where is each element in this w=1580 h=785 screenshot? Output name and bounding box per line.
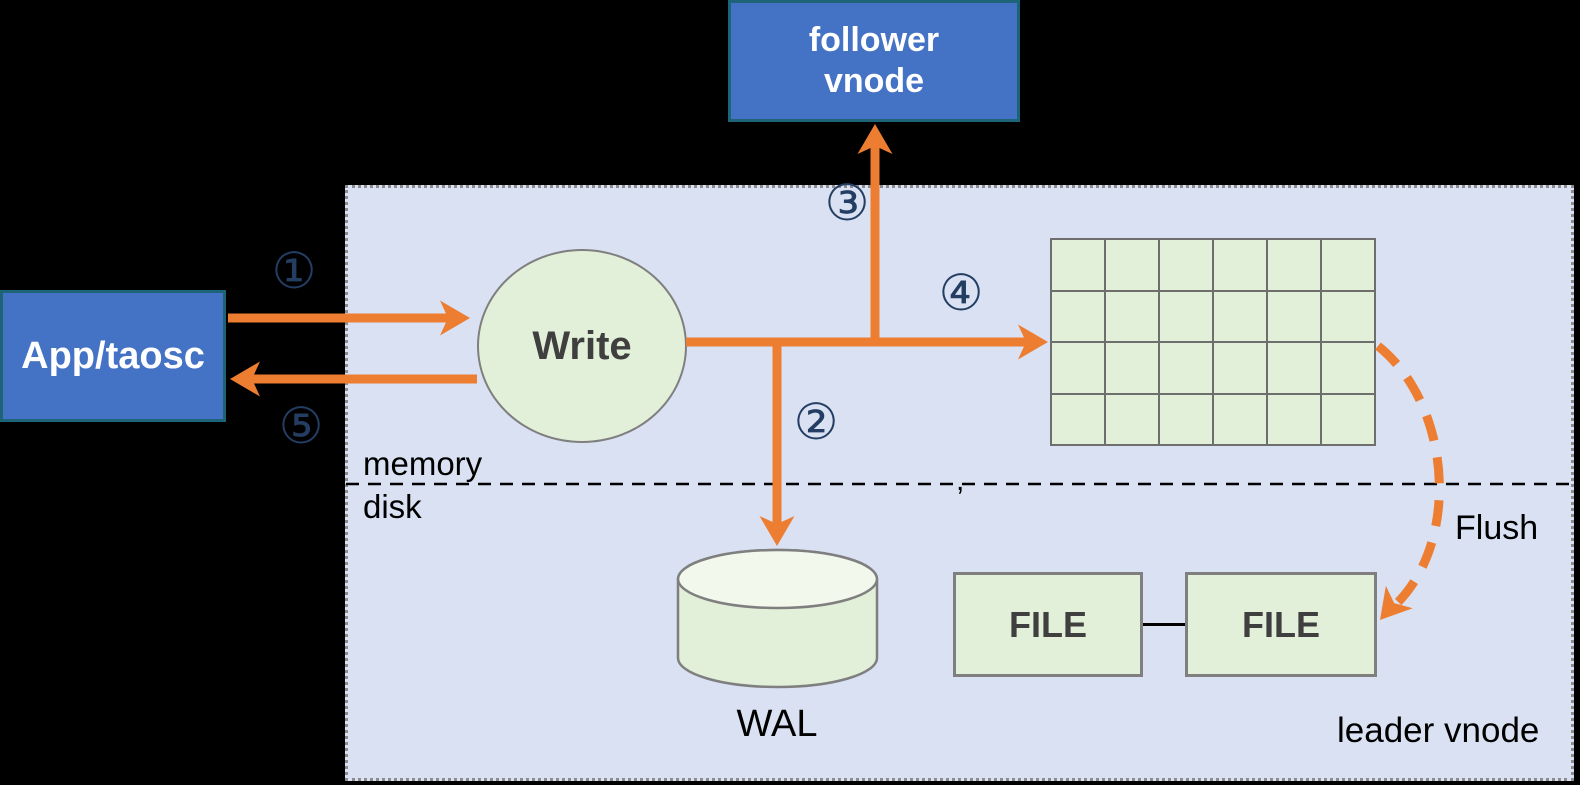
file-box-1: FILE: [953, 572, 1143, 677]
mem-table-cell: [1213, 342, 1267, 394]
stray-comma-mark: ,: [956, 464, 965, 497]
flush-label: Flush: [1455, 509, 1539, 547]
disk-label: disk: [363, 488, 422, 525]
write-circle: Write: [477, 249, 687, 443]
mem-table-cell: [1159, 393, 1213, 445]
mem-table-cell: [1105, 342, 1159, 394]
memory-label: memory: [363, 445, 483, 482]
mem-table-cell: [1321, 239, 1375, 291]
mem-table-cell: [1051, 239, 1105, 291]
mem-table-cell: [1159, 290, 1213, 342]
mem-table-cell: [1213, 239, 1267, 291]
mem-table-cell: [1321, 290, 1375, 342]
app-taosc-box: App/taosc: [0, 290, 226, 422]
step-number-3: ③: [824, 175, 870, 231]
mem-table-cell: [1267, 393, 1321, 445]
mem-table-cell: [1159, 342, 1213, 394]
mem-table-cell: [1321, 342, 1375, 394]
app-taosc-label: App/taosc: [21, 334, 205, 377]
file-connector-line: [1143, 623, 1185, 626]
write-label: Write: [532, 323, 632, 368]
mem-table-cell: [1159, 239, 1213, 291]
mem-table-cell: [1051, 393, 1105, 445]
follower-vnode-label-line2: vnode: [823, 62, 925, 100]
mem-table-cell: [1051, 342, 1105, 394]
wal-label: WAL: [736, 703, 818, 745]
mem-table-cell: [1105, 290, 1159, 342]
step-number-2: ②: [793, 394, 839, 450]
mem-table-cell: [1213, 393, 1267, 445]
mem-table-cell: [1321, 393, 1375, 445]
leader-vnode-label: leader vnode: [1337, 711, 1540, 750]
mem-table-cell: [1267, 342, 1321, 394]
mem-table-grid: [1050, 238, 1376, 446]
mem-table-cell: [1267, 239, 1321, 291]
follower-vnode-box: follower vnode: [728, 0, 1020, 122]
mem-table-cell: [1213, 290, 1267, 342]
step-number-4: ④: [938, 265, 984, 321]
file-box-1-label: FILE: [1009, 603, 1087, 645]
mem-table-cell: [1051, 290, 1105, 342]
mem-table-cell: [1105, 239, 1159, 291]
follower-vnode-label-line1: follower: [808, 21, 940, 59]
step-number-5: ⑤: [278, 398, 324, 454]
file-box-2-label: FILE: [1242, 603, 1320, 645]
file-box-2: FILE: [1185, 572, 1377, 677]
mem-table-cell: [1105, 393, 1159, 445]
step-number-1: ①: [271, 243, 317, 299]
mem-table-cell: [1267, 290, 1321, 342]
